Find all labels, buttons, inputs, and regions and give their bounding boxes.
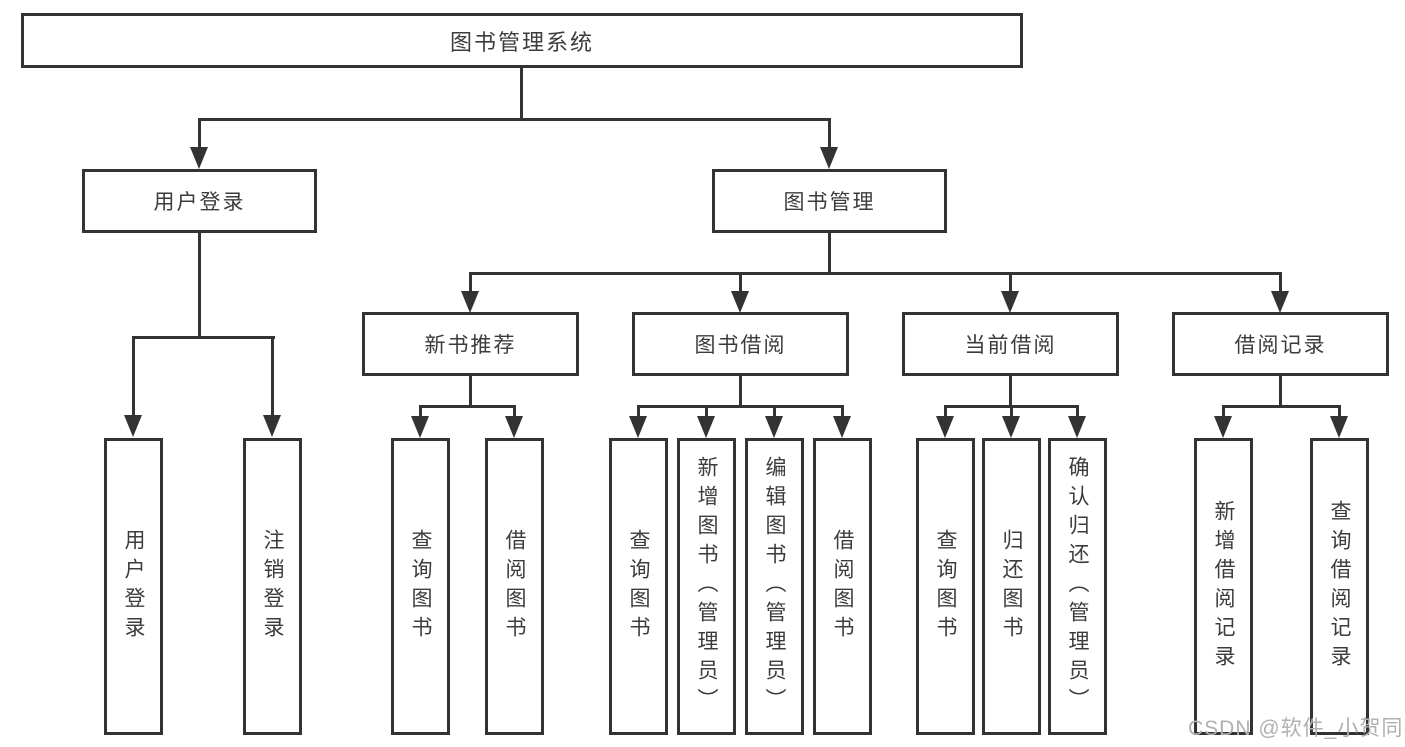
node-leaf-confirm-return-admin: 确认归还（管理员）: [1048, 438, 1107, 735]
connector-g2-rail: [638, 405, 843, 408]
node-leaf-edit-books-admin: 编辑图书（管理员）: [745, 438, 804, 735]
node-book-management: 图书管理: [712, 169, 947, 233]
arrow-down-icon: [1271, 291, 1289, 313]
connector-g2-c2-stem: [705, 405, 708, 421]
node-leaf-borrow-books-1: 借阅图书: [485, 438, 544, 735]
connector-g4-c2-stem: [1338, 405, 1341, 421]
connector-user-login-stem: [198, 118, 201, 150]
node-leaf-logout-label: 注销登录: [261, 528, 284, 645]
connector-g3-c1-stem: [944, 405, 947, 421]
node-leaf-add-books-admin-label: 新增图书（管理员）: [695, 456, 718, 717]
connector-book-mgmt-down: [828, 233, 831, 275]
arrow-down-icon: [1002, 416, 1020, 438]
node-leaf-query-books-3: 查询图书: [916, 438, 975, 735]
connector-records-stem: [1279, 272, 1282, 294]
connector-g3-c3-stem: [1076, 405, 1079, 421]
connector-g2-down: [739, 376, 742, 407]
connector-g2-c3-stem: [773, 405, 776, 421]
csdn-watermark: CSDN @软件_小贺同学: [1188, 717, 1405, 740]
node-current-borrow-label: 当前借阅: [964, 334, 1057, 357]
connector-g3-down: [1009, 376, 1012, 407]
connector-g1-c1-stem: [419, 405, 422, 421]
connector-user-login-down: [198, 233, 201, 339]
connector-g2-c1-stem: [637, 405, 640, 421]
node-leaf-query-books-2-label: 查询图书: [627, 528, 650, 645]
node-root: 图书管理系统: [21, 13, 1023, 68]
connector-user-login-rail: [132, 336, 275, 339]
node-borrow-records-label: 借阅记录: [1234, 334, 1327, 357]
connector-login-stem: [132, 336, 135, 417]
node-leaf-user-login-label: 用户登录: [122, 528, 145, 645]
node-user-login: 用户登录: [82, 169, 317, 233]
connector-logout-stem: [271, 336, 274, 417]
connector-g2-c4-stem: [841, 405, 844, 421]
node-user-login-label: 用户登录: [153, 191, 246, 214]
connector-g1-rail: [419, 405, 515, 408]
arrow-down-icon: [411, 416, 429, 438]
arrow-down-icon: [505, 416, 523, 438]
connector-book-mgmt-stem: [828, 118, 831, 150]
node-new-book-recommend-label: 新书推荐: [424, 334, 517, 357]
arrow-down-icon: [833, 416, 851, 438]
node-leaf-add-books-admin: 新增图书（管理员）: [677, 438, 736, 735]
node-root-label: 图书管理系统: [449, 29, 594, 55]
arrow-down-icon: [765, 416, 783, 438]
node-leaf-query-books-2: 查询图书: [609, 438, 668, 735]
node-book-management-label: 图书管理: [783, 191, 876, 214]
arrow-down-icon: [697, 416, 715, 438]
connector-level2-rail: [469, 272, 1282, 275]
node-borrow-records: 借阅记录: [1172, 312, 1389, 376]
arrow-down-icon: [1330, 416, 1348, 438]
connector-g4-c1-stem: [1222, 405, 1225, 421]
node-leaf-return-books: 归还图书: [982, 438, 1041, 735]
arrow-down-icon: [1001, 291, 1019, 313]
arrow-down-icon: [731, 291, 749, 313]
node-leaf-add-borrow-record: 新增借阅记录: [1194, 438, 1253, 735]
connector-new-books-stem: [469, 272, 472, 294]
node-leaf-borrow-books-1-label: 借阅图书: [503, 528, 526, 645]
connector-g4-rail: [1223, 405, 1340, 408]
node-book-borrow: 图书借阅: [632, 312, 849, 376]
node-leaf-edit-books-admin-label: 编辑图书（管理员）: [763, 456, 786, 717]
connector-g4-down: [1279, 376, 1282, 407]
arrow-down-icon: [936, 416, 954, 438]
node-current-borrow: 当前借阅: [902, 312, 1119, 376]
node-leaf-query-books-1-label: 查询图书: [409, 528, 432, 645]
connector-g1-c2-stem: [513, 405, 516, 421]
arrow-down-icon: [263, 415, 281, 437]
node-leaf-query-books-3-label: 查询图书: [934, 528, 957, 645]
node-leaf-add-borrow-record-label: 新增借阅记录: [1212, 499, 1235, 674]
connector-current-stem: [1009, 272, 1012, 294]
node-leaf-query-borrow-record-label: 查询借阅记录: [1328, 499, 1351, 674]
connector-g1-down: [469, 376, 472, 407]
arrow-down-icon: [1068, 416, 1086, 438]
node-book-borrow-label: 图书借阅: [694, 334, 787, 357]
node-leaf-confirm-return-admin-label: 确认归还（管理员）: [1066, 456, 1089, 717]
node-new-book-recommend: 新书推荐: [362, 312, 579, 376]
connector-level1-rail: [198, 118, 831, 121]
arrow-down-icon: [1214, 416, 1232, 438]
arrow-down-icon: [461, 291, 479, 313]
arrow-down-icon: [124, 415, 142, 437]
arrow-down-icon: [190, 147, 208, 169]
node-leaf-borrow-books-2: 借阅图书: [813, 438, 872, 735]
node-leaf-query-borrow-record: 查询借阅记录: [1310, 438, 1369, 735]
node-leaf-user-login: 用户登录: [104, 438, 163, 735]
node-leaf-query-books-1: 查询图书: [391, 438, 450, 735]
node-leaf-return-books-label: 归还图书: [1000, 528, 1023, 645]
arrow-down-icon: [629, 416, 647, 438]
node-leaf-borrow-books-2-label: 借阅图书: [831, 528, 854, 645]
arrow-down-icon: [820, 147, 838, 169]
connector-borrow-stem: [739, 272, 742, 294]
node-leaf-logout: 注销登录: [243, 438, 302, 735]
connector-g3-c2-stem: [1010, 405, 1013, 421]
connector-root-stem: [520, 68, 523, 121]
